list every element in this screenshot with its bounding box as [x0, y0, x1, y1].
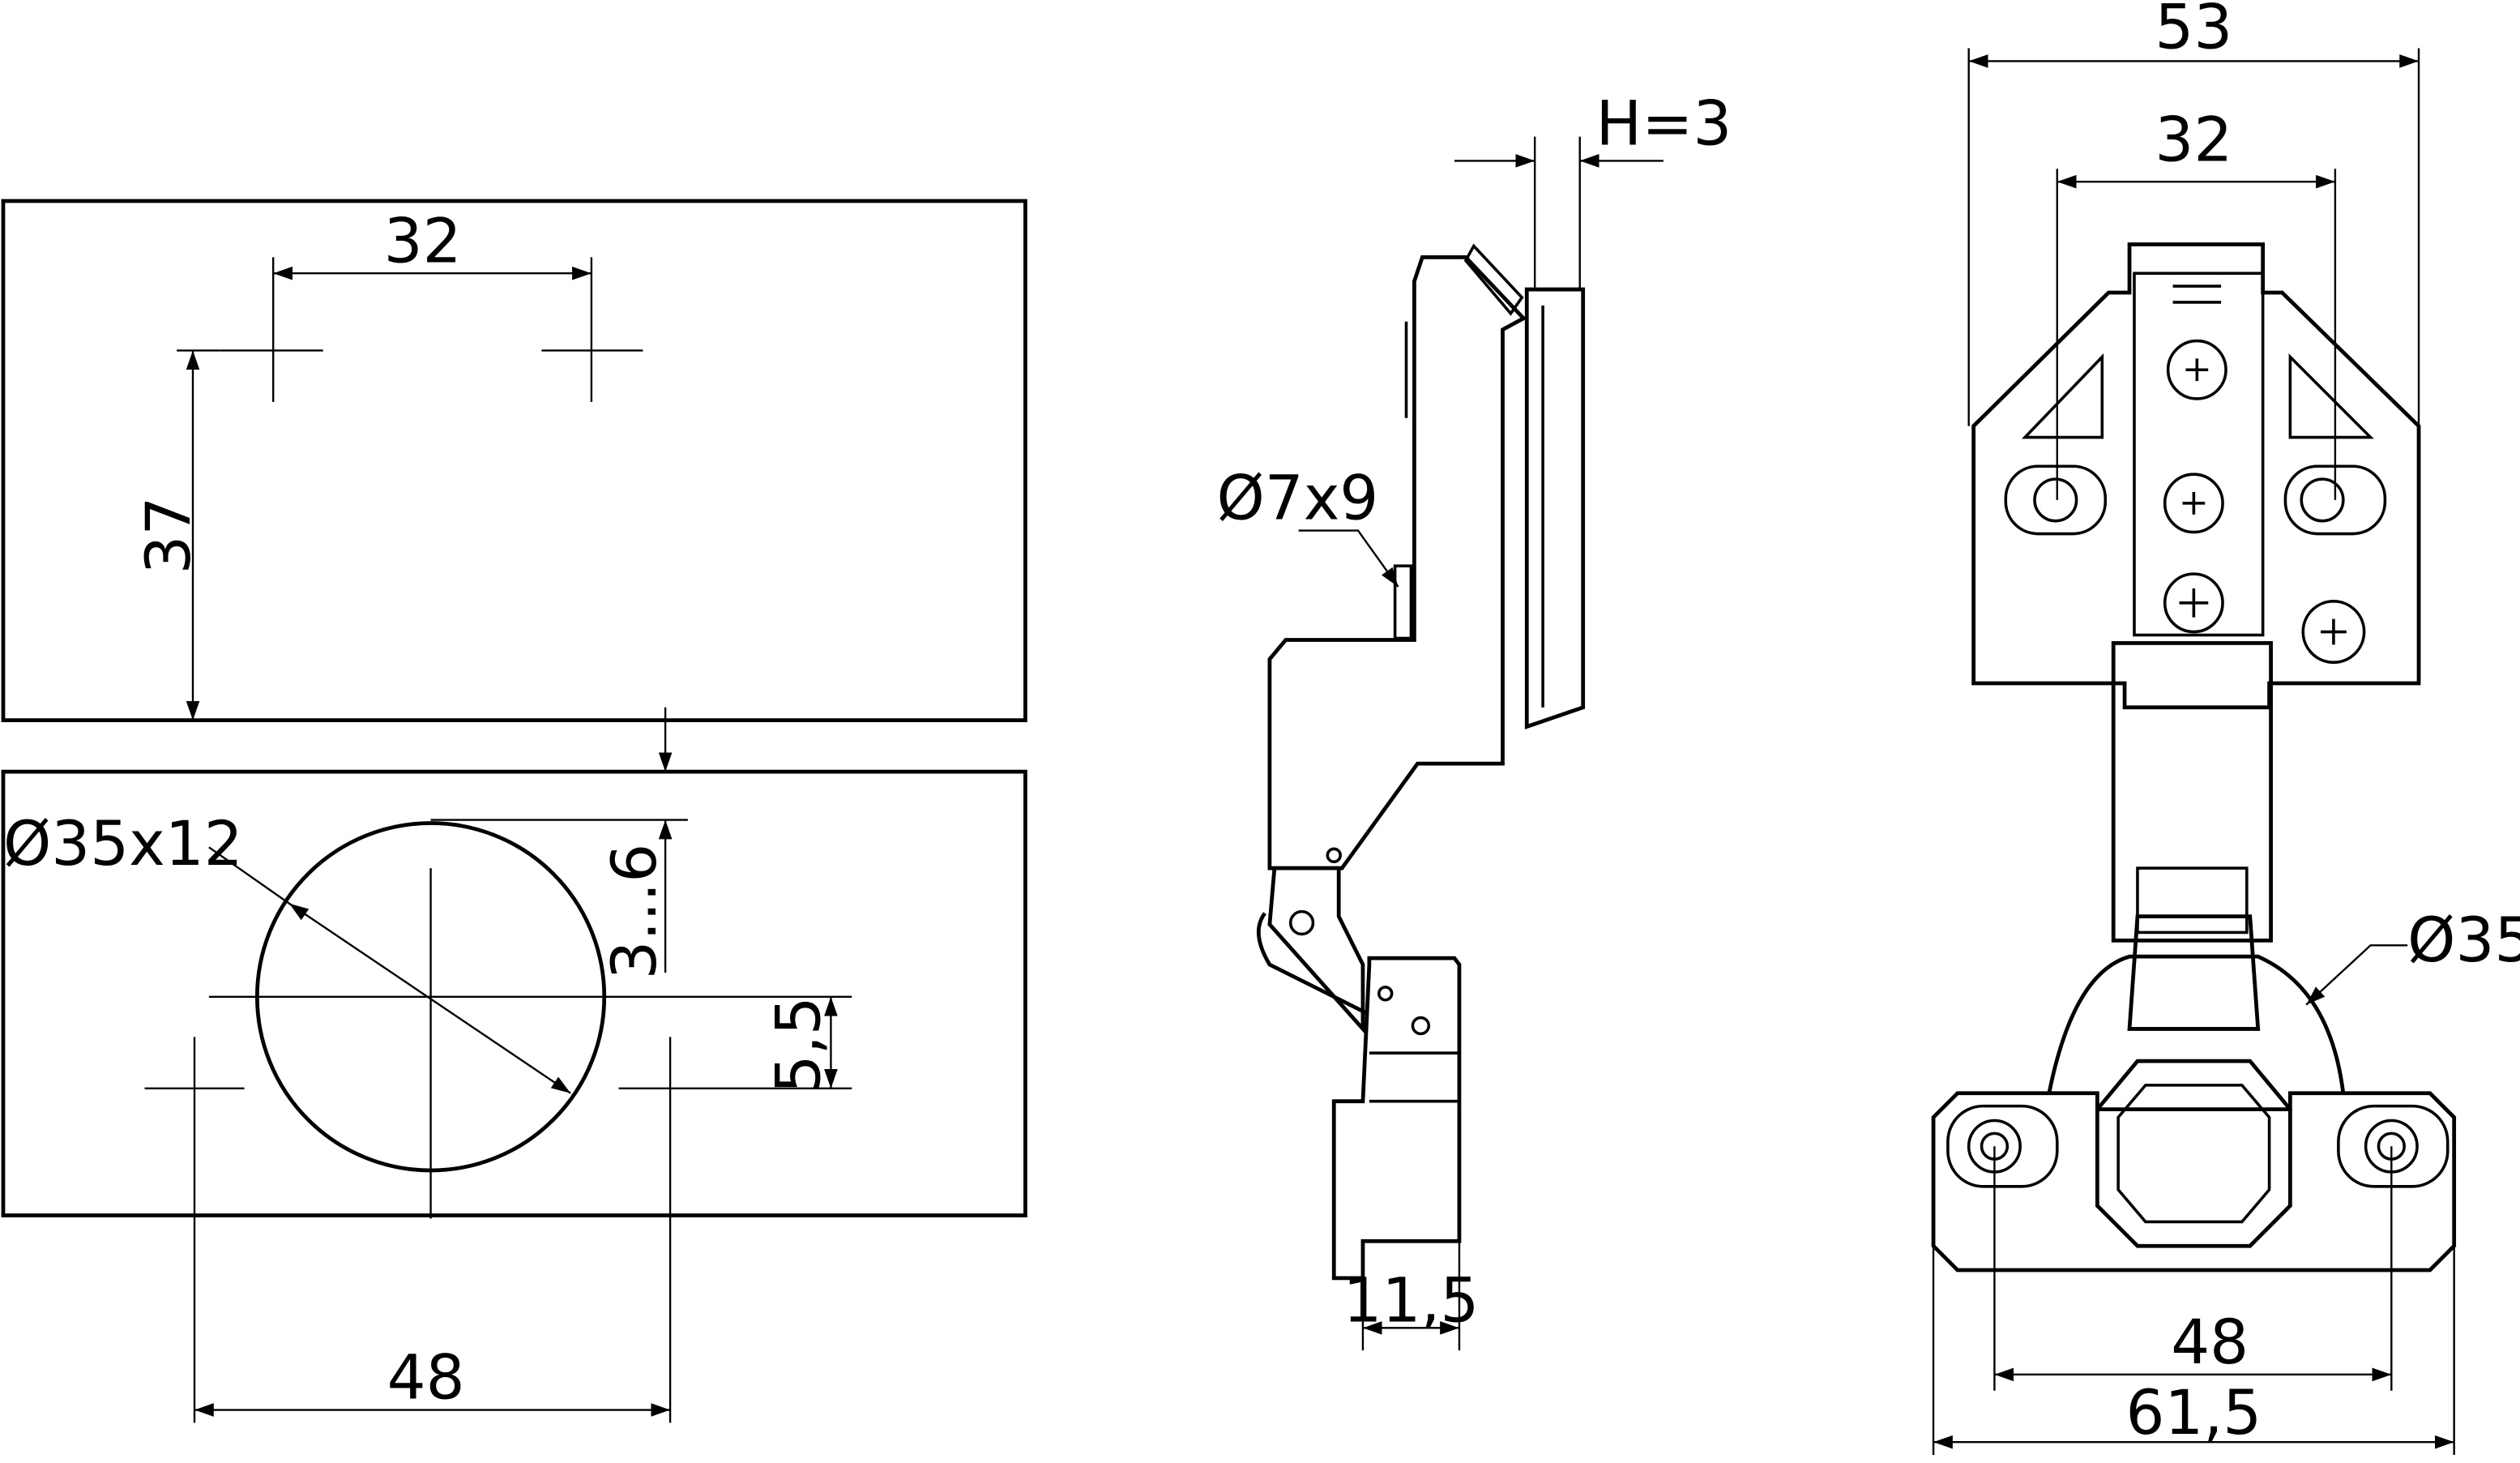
hinge-front-view: 53 32 Ø35 48 61,5	[1931, 0, 2520, 1456]
door-panel-top	[1, 199, 1027, 722]
screw-icons	[2163, 339, 2366, 664]
hinge-arm-side	[1267, 255, 1527, 871]
dim-label-overlay: H=3	[1596, 88, 1732, 160]
top-hole-crosses	[177, 257, 643, 402]
door-plate	[1524, 287, 1586, 729]
dim-label-edge: 3...6	[599, 844, 670, 980]
cup-diameter-leader	[208, 846, 571, 1094]
dim-label-cup: Ø35x12	[3, 808, 243, 879]
cup-front	[2047, 954, 2346, 1094]
dim-label-cup-diameter: Ø35	[2407, 905, 2520, 976]
base-plate	[1931, 1091, 2457, 1273]
dim-label-48-front: 48	[2171, 1307, 2249, 1378]
dim-label-pin-hole: Ø7x9	[1216, 463, 1378, 534]
dim-label-48-bottom: 48	[387, 1342, 465, 1414]
dim-label-32-front: 32	[2155, 104, 2232, 175]
dim-label-cup-depth: 11,5	[1343, 1264, 1480, 1336]
mounting-arm-plate	[1971, 242, 2421, 710]
dim-label-32-top: 32	[384, 205, 462, 276]
dim-label-37: 37	[133, 497, 204, 575]
hinge-side-view: H=3 Ø7x9 11,5	[1216, 88, 1732, 1351]
dim-label-61-5: 61,5	[2125, 1377, 2262, 1448]
center-lines	[144, 819, 852, 1423]
mounting-plan: 32 37 Ø35x12 3...6 5,5 48	[1, 199, 1027, 1423]
hinge-arm-front	[2111, 641, 2273, 943]
dim-label-5-5: 5,5	[763, 996, 835, 1093]
hinge-linkage	[1267, 866, 1365, 1034]
dim-label-53: 53	[2155, 0, 2232, 63]
door-panel-bottom	[1, 769, 1027, 1217]
